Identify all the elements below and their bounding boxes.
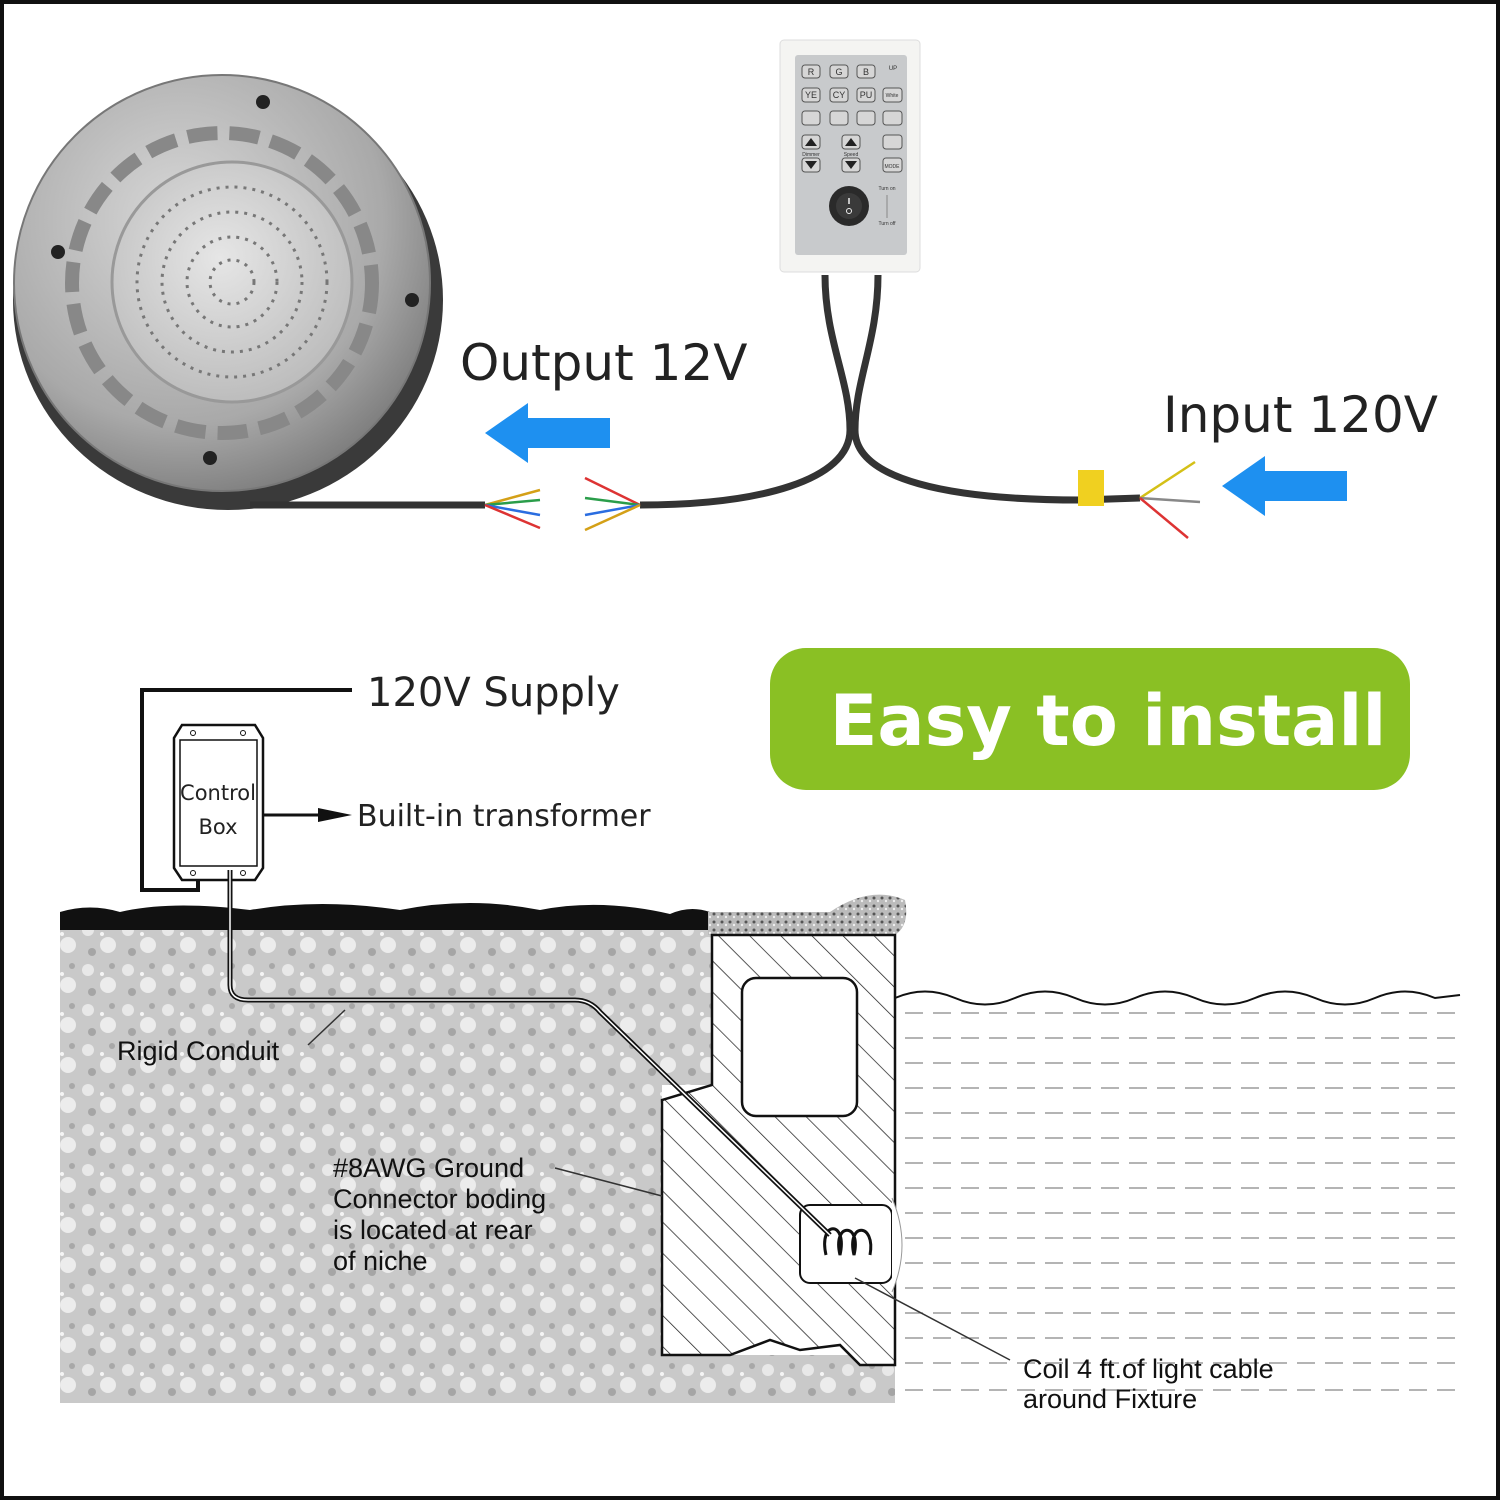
gravel-coping	[708, 894, 907, 935]
key-cy[interactable]: CY	[833, 90, 846, 100]
turn-on-label: Turn on	[878, 186, 895, 192]
cables	[250, 274, 1141, 509]
key-white[interactable]: White	[886, 93, 899, 99]
easy-install-badge: Easy to install	[770, 648, 1410, 790]
svg-text:#8AWG Ground: #8AWG Ground	[333, 1153, 524, 1183]
key-g[interactable]: G	[835, 67, 842, 77]
arrow-left-output-icon	[485, 403, 610, 463]
cable-coil-icon	[823, 1227, 873, 1256]
grass	[60, 903, 710, 930]
supply-label: 120V Supply	[367, 670, 620, 716]
turn-off-label: Turn off	[879, 221, 897, 227]
input-120v-label: Input 120V	[1163, 386, 1438, 444]
control-keys: R G B UP YE CY PU White Dimmer Speed MOD…	[801, 64, 903, 173]
control-box-label-2: Box	[198, 815, 237, 839]
key-b[interactable]: B	[863, 67, 869, 77]
niche-outline	[740, 976, 859, 1118]
key-pu[interactable]: PU	[860, 90, 873, 100]
supply-line	[140, 688, 352, 892]
output-12v-label: Output 12V	[460, 334, 747, 392]
conduit-label: Rigid Conduit	[117, 1036, 280, 1066]
exposed-wires	[484, 460, 1201, 539]
control-box: Control Box	[172, 723, 265, 882]
arrow-left-input-icon	[1222, 456, 1347, 516]
pool-light-fixture	[13, 74, 443, 510]
speed-label: Speed	[844, 152, 859, 158]
key-r[interactable]: R	[808, 67, 815, 77]
ground-note: #8AWG Ground Connector boding is located…	[333, 1153, 546, 1276]
key-mode[interactable]: MODE	[885, 164, 901, 170]
transformer-label: Built-in transformer	[357, 799, 651, 834]
ground-section	[60, 894, 907, 1403]
svg-text:is located at rear: is located at rear	[333, 1215, 533, 1245]
dimmer-label: Dimmer	[802, 152, 820, 158]
coil-note: Coil 4 ft.of light cable around Fixture	[1023, 1354, 1274, 1414]
svg-text:Coil 4 ft.of light cable: Coil 4 ft.of light cable	[1023, 1354, 1274, 1384]
svg-text:Connector boding: Connector boding	[333, 1184, 546, 1214]
up-label: UP	[889, 66, 897, 72]
yellow-tag	[1078, 470, 1104, 506]
svg-text:of niche: of niche	[333, 1246, 428, 1276]
control-box-label: Control	[180, 781, 256, 805]
control-panel: R G B UP YE CY PU White Dimmer Speed MOD…	[779, 39, 921, 273]
arrow-right-icon	[318, 808, 352, 822]
badge-text: Easy to install	[830, 680, 1387, 762]
svg-text:around Fixture: around Fixture	[1023, 1384, 1197, 1414]
key-ye[interactable]: YE	[805, 90, 817, 100]
water	[894, 990, 1461, 1391]
